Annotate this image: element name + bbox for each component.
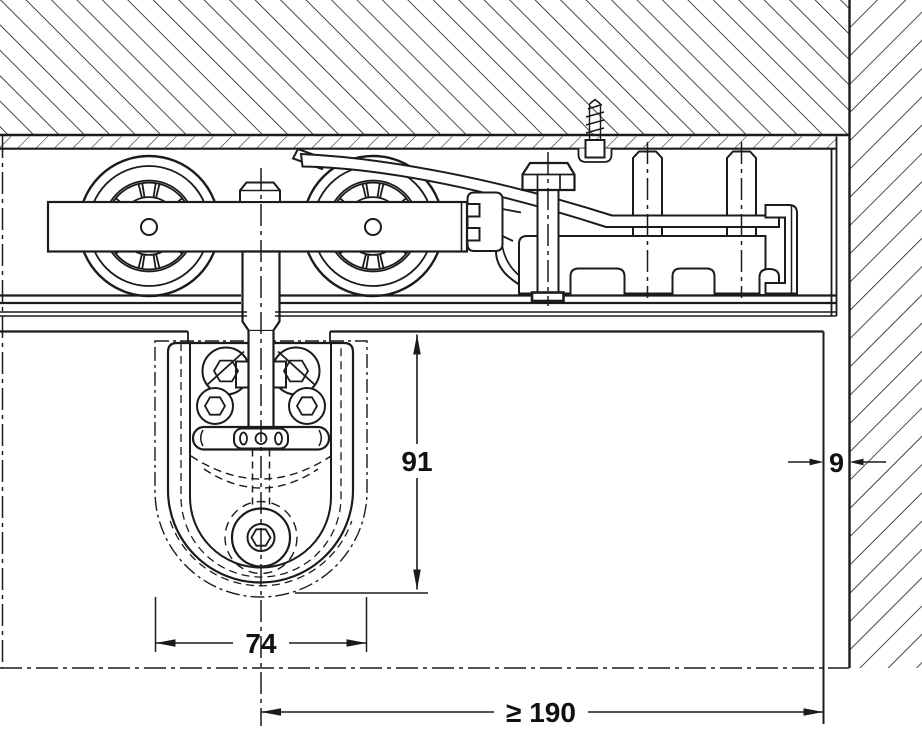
- dimension-91-label: 91: [401, 446, 432, 477]
- hex-socket: [203, 396, 227, 416]
- structure-outlines: [0, 0, 851, 668]
- dimension-190: [261, 708, 824, 716]
- dimension-74-label: 74: [245, 628, 277, 659]
- axle-hole-left: [140, 218, 158, 236]
- arrow-right: [809, 458, 824, 466]
- arrow-down: [413, 569, 421, 590]
- connector-clamp: [466, 191, 504, 252]
- arrow-left: [261, 708, 281, 716]
- pin-bolt-head: [239, 181, 281, 203]
- fixing-screw: [577, 98, 613, 163]
- dimension-190-label: ≥ 190: [506, 697, 576, 728]
- hex-socket: [295, 396, 319, 416]
- hex-socket: [282, 359, 310, 383]
- hanger-bar: [46, 181, 469, 333]
- dimension-74: [154, 597, 368, 652]
- bracket-outer-profile: [166, 341, 355, 584]
- clamping-lever: [299, 152, 780, 228]
- hex-socket: [212, 359, 240, 383]
- dimension-91: [295, 334, 428, 594]
- arrow-left: [155, 639, 176, 647]
- arrow-up: [413, 334, 421, 355]
- carriage-body: [466, 191, 798, 295]
- arrow-right: [346, 639, 367, 647]
- ceiling-hatch: [0, 0, 850, 134]
- dimension-9-label: 9: [829, 448, 844, 478]
- arrow-right: [803, 708, 824, 716]
- arrow-left: [849, 458, 864, 466]
- mounting-board-hatch: [0, 136, 837, 149]
- hex-socket: [250, 528, 272, 547]
- door-panel: [0, 330, 825, 724]
- axle-hole-right: [364, 218, 382, 236]
- dimension-9: [788, 458, 886, 466]
- wall-hatch: [850, 0, 922, 668]
- centerlines: [0, 136, 849, 726]
